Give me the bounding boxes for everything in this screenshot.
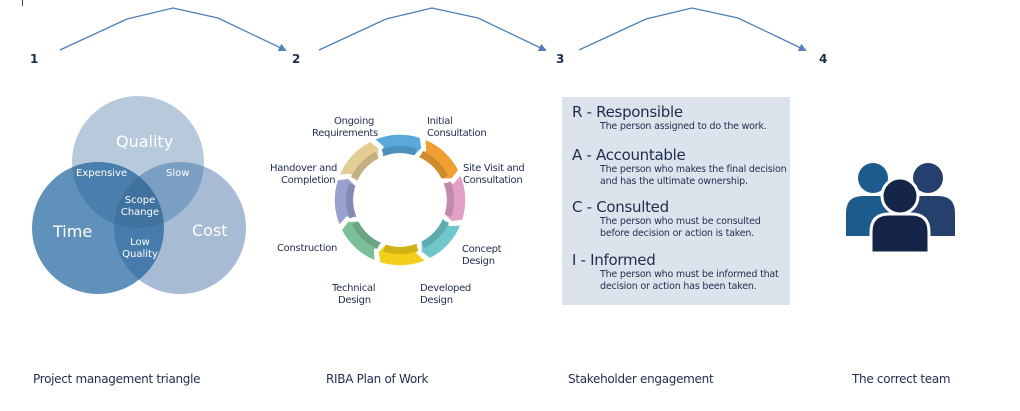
raci-description: The person assigned to do the work. <box>600 121 767 132</box>
riba-label-technical: Technical <box>332 283 376 294</box>
raci-title: A - Accountable <box>572 146 686 164</box>
raci-item-accountable: A - Accountable The person who makes the… <box>572 146 787 188</box>
person-center-icon <box>869 176 931 253</box>
riba-label-completion: Completion <box>281 175 336 186</box>
riba-label-concept: Concept <box>462 244 502 255</box>
venn-label-cost: Cost <box>192 221 228 240</box>
raci-title: C - Consulted <box>572 198 669 216</box>
arrow-2-to-3 <box>318 7 547 52</box>
raci-item-consulted: C - Consulted The person who must be con… <box>572 198 761 240</box>
riba-label-construction: Construction <box>277 243 338 254</box>
caption-the-correct-team: The correct team <box>852 372 951 386</box>
riba-label-concept-design: Design <box>462 256 495 267</box>
riba-label-line: Ongoing <box>334 116 375 127</box>
riba-segment-7 <box>337 140 380 185</box>
team-icon <box>846 163 955 253</box>
project-management-triangle: Quality Time Cost Expensive Slow Scope C… <box>20 88 260 303</box>
text-cursor <box>22 0 23 6</box>
riba-segment-shade-8 <box>381 146 417 156</box>
caption-riba-plan-of-work: RIBA Plan of Work <box>326 372 429 386</box>
venn-label-scope-change: Scope Change <box>118 195 162 219</box>
raci-description: The person who must be consulted <box>600 216 761 227</box>
caption-stakeholder-engagement: Stakeholder engagement <box>568 372 714 386</box>
riba-segment-shade-6 <box>346 183 356 219</box>
riba-label-technical-design: Design <box>338 295 371 306</box>
riba-segment-shade-2 <box>444 181 454 217</box>
step-number-3: 3 <box>556 52 565 66</box>
raci-item-informed: I - Informed The person who must be info… <box>572 251 779 293</box>
arrow-3-to-4 <box>578 7 807 52</box>
riba-label-consultation: Consultation <box>427 128 487 139</box>
riba-label-developed-design: Design <box>420 295 453 306</box>
riba-segment-shade-1 <box>419 151 449 179</box>
venn-label-low: Low <box>130 237 150 248</box>
step-number-2: 2 <box>292 52 301 66</box>
riba-segment-1 <box>415 137 460 180</box>
raci-description: The person who makes the final decision <box>600 164 787 175</box>
step-arrows <box>59 7 807 52</box>
raci-item-responsible: R - Responsible The person assigned to d… <box>572 103 767 133</box>
caption-project-management-triangle: Project management triangle <box>33 372 201 386</box>
riba-label-initial: Initial <box>427 116 453 127</box>
riba-segment-5 <box>340 220 385 263</box>
venn-overlap-time-cost-only <box>114 162 164 294</box>
raci-description: decision or action has been taken. <box>600 281 757 292</box>
step-number-4: 4 <box>819 52 828 66</box>
riba-label-requirements: Requirements <box>312 128 378 139</box>
riba-segment-shade-3 <box>421 219 449 249</box>
riba-segment-shade-5 <box>351 221 381 249</box>
riba-label-site-visit: Site Visit and <box>463 163 525 174</box>
arrow-1-to-2 <box>59 7 287 52</box>
raci-description: and has the ultimate ownership. <box>600 176 748 187</box>
venn-label-quality-small: Quality <box>122 249 158 260</box>
riba-label-handover: Handover and <box>270 163 338 174</box>
riba-segment-shade-7 <box>351 151 379 181</box>
raci-panel: R - Responsible The person assigned to d… <box>562 97 790 305</box>
riba-cycle <box>333 133 467 267</box>
riba-segment-shade-4 <box>383 244 419 254</box>
raci-title: I - Informed <box>572 251 656 269</box>
raci-title: R - Responsible <box>572 103 683 121</box>
riba-label-ongoing: Ongoing <box>334 116 374 128</box>
riba-segment-3 <box>420 215 463 260</box>
venn-label-low-quality: Low Quality <box>118 237 162 261</box>
venn-label-scope: Scope <box>124 195 156 206</box>
step-number-1: 1 <box>30 52 39 66</box>
raci-description: The person who must be informed that <box>600 269 779 280</box>
venn-label-quality: Quality <box>116 132 174 151</box>
venn-label-expensive: Expensive <box>76 168 128 179</box>
riba-label-site-consultation: Consultation <box>463 175 523 186</box>
raci-description: before decision or action is taken. <box>600 228 754 239</box>
venn-label-change: Change <box>120 207 160 218</box>
venn-label-slow: Slow <box>166 168 190 179</box>
venn-label-time: Time <box>53 222 93 241</box>
riba-label-developed: Developed <box>420 283 471 294</box>
